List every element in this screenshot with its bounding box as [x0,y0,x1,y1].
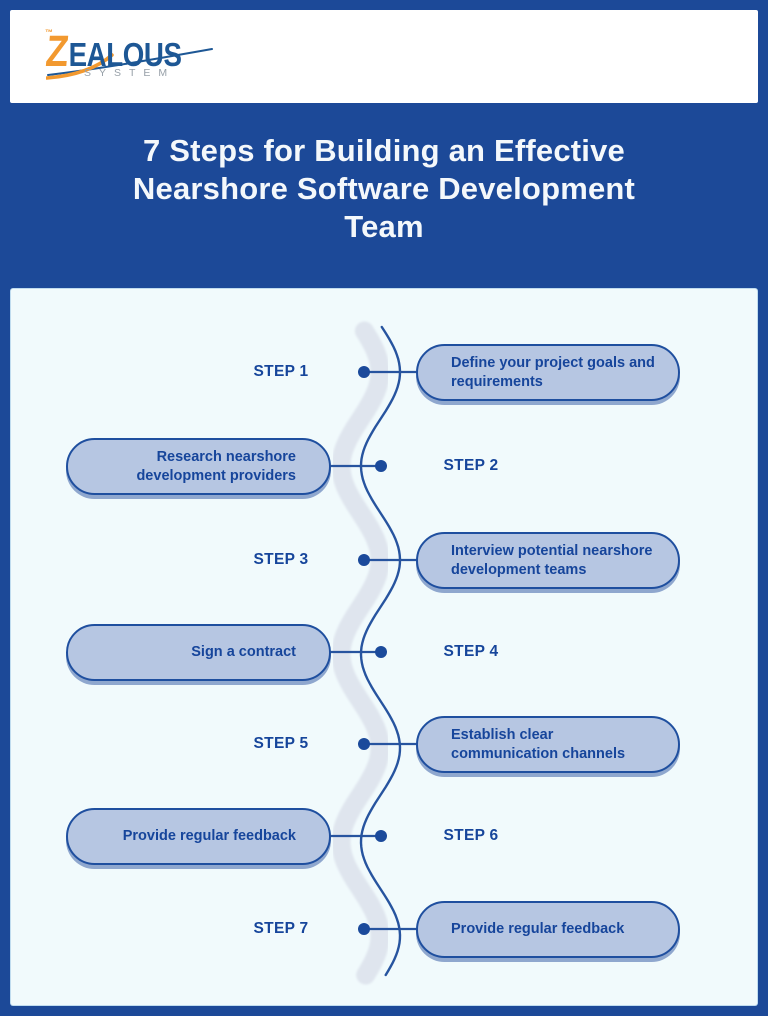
step-label-3: STEP 3 [253,551,309,568]
step-label-4: STEP 4 [443,643,499,660]
step-label-2: STEP 2 [443,457,499,474]
step-label-5: STEP 5 [253,735,309,752]
brand-name-rest: EALOUS [68,35,182,73]
step-label-1: STEP 1 [253,363,309,380]
wave-band [331,321,390,985]
step-card-7-text: Provide regular feedback [451,921,625,937]
header-card: ™ ZEALOUS SYSTEM [10,10,758,103]
step-card-6: Provide regular feedback [66,808,331,865]
step-card-3: Interview potential nearshore developmen… [416,532,680,589]
infographic-title: 7 Steps for Building an Effective Nearsh… [0,132,768,246]
brand-tagline: SYSTEM [84,66,176,79]
step-label-7: STEP 7 [253,920,309,937]
step-dot [358,923,370,935]
step-dot [375,646,387,658]
step-connectors [329,366,418,935]
title-line-1: 7 Steps for Building an Effective [142,133,625,168]
brand-monogram: Z [43,26,71,76]
step-card-5: Establish clear communication channels [416,716,680,773]
step-dot [375,460,387,472]
step-card-5-text: Establish clear communication channels [451,726,626,762]
title-line-2: Nearshore Software Development [132,171,636,206]
step-card-1-text: Define your project goals and requiremen… [451,354,655,390]
step-card-2: Research nearshore development providers [66,438,331,495]
step-dot [358,738,370,750]
step-label-6: STEP 6 [443,827,499,844]
step-card-3-text: Interview potential nearshore developmen… [451,542,653,578]
step-card-6-text: Provide regular feedback [122,828,296,844]
timeline-panel: STEP 1 Define your project goals and req… [10,288,758,1006]
brand-logo: ™ ZEALOUS SYSTEM [43,26,216,87]
trademark-mark: ™ [45,27,53,37]
title-line-3: Team [344,209,424,244]
step-card-2-text: Research nearshore development providers [136,448,296,484]
step-dot [358,366,370,378]
step-dot [375,830,387,842]
step-card-4: Sign a contract [66,624,331,681]
step-card-7: Provide regular feedback [416,901,680,958]
step-dot [358,554,370,566]
step-card-1: Define your project goals and requiremen… [416,344,680,401]
step-card-4-text: Sign a contract [191,644,296,660]
wave-line [359,325,402,977]
brand-name: ZEALOUS [43,26,182,76]
